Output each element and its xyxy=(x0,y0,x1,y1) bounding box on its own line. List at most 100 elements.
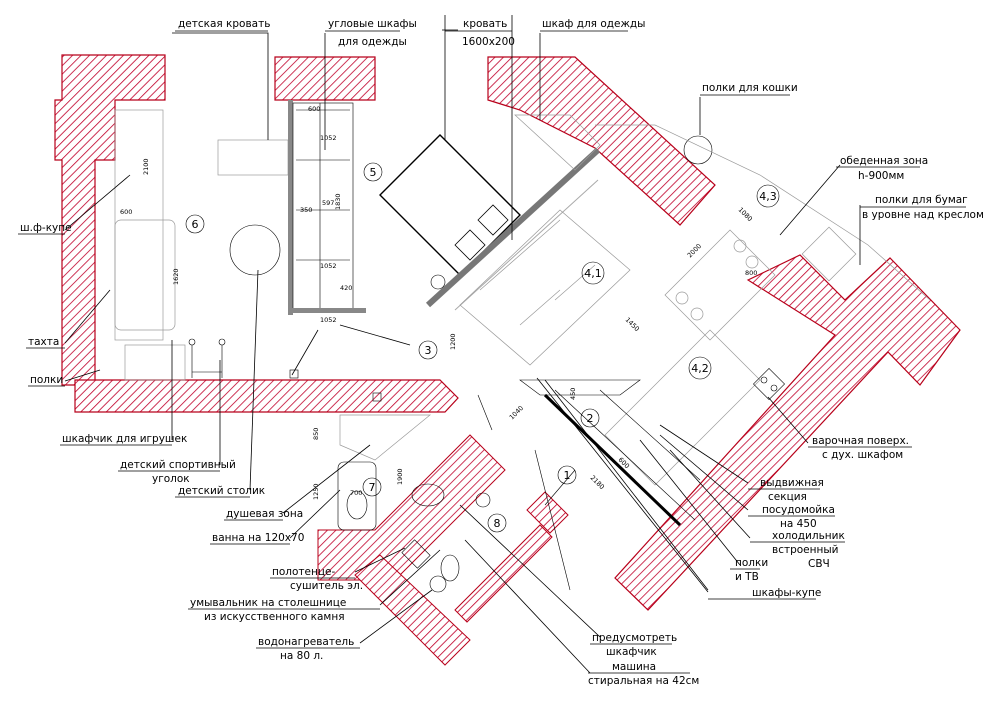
hob xyxy=(753,368,785,400)
dim-450: 450 xyxy=(569,388,577,400)
label-fridge-2: встроенный xyxy=(772,544,838,556)
labels: детская кровать угловые шкафы для одежды… xyxy=(18,18,984,687)
dim-1250: 1250 xyxy=(312,483,320,500)
label-corner-wardrobes-1: угловые шкафы xyxy=(328,18,417,30)
label-cabinet-2: шкафчик xyxy=(606,646,657,658)
label-bed-1: кровать xyxy=(463,18,507,30)
label-dishwasher-2: на 450 xyxy=(780,518,817,530)
pillow-2 xyxy=(477,204,509,236)
label-drawer-1: выдвижная xyxy=(760,477,824,489)
wall-bath-lower xyxy=(354,554,471,666)
toilet xyxy=(440,554,460,582)
room-1: 1 xyxy=(564,469,571,482)
cat-shelves xyxy=(683,135,713,165)
label-clothes-wardrobe: шкаф для одежды xyxy=(542,18,645,30)
couch xyxy=(114,219,176,331)
dim-1040: 1040 xyxy=(508,404,525,421)
leader-lines xyxy=(64,15,861,674)
label-shelves: полки xyxy=(30,374,63,386)
wall-bath-upper xyxy=(317,434,506,581)
label-cat-shelves: полки для кошки xyxy=(702,82,798,94)
dim-1052b: 1052 xyxy=(320,262,337,270)
dim-1450: 1450 xyxy=(624,316,641,333)
clothes-wardrobe xyxy=(514,114,601,171)
label-hob-2: с дух. шкафом xyxy=(822,449,903,461)
label-towel-2: сушитель эл. xyxy=(290,580,363,592)
label-paper-shelves-1: полки для бумаг xyxy=(875,194,968,206)
dim-2180: 2180 xyxy=(589,474,606,491)
room-3: 3 xyxy=(425,344,432,357)
dim-2000: 2000 xyxy=(686,242,703,259)
dim-597: 597 xyxy=(322,199,334,207)
dim-1830: 1830 xyxy=(334,193,342,210)
dimensions: 600 2100 1620 600 1052 350 597 1830 1052… xyxy=(120,105,757,500)
wall-horizontal-center xyxy=(74,379,459,413)
armchair xyxy=(801,226,857,282)
room-numbers: 6 5 3 4,1 4,3 4,2 2 1 7 8 xyxy=(185,162,780,533)
dim-350: 350 xyxy=(300,206,312,214)
wall-diagonal-right xyxy=(614,254,961,611)
dim-1900: 1900 xyxy=(396,468,404,485)
pillow-1 xyxy=(454,229,486,261)
label-bed-2: 1600х200 xyxy=(462,36,515,48)
wardrobe-back-wall xyxy=(288,100,293,315)
dim-420: 420 xyxy=(340,284,352,292)
label-microwave: СВЧ xyxy=(808,558,830,570)
label-washer-1: машина xyxy=(612,661,656,673)
room-5: 5 xyxy=(370,166,377,179)
wall-tile-strip xyxy=(454,524,553,623)
shelves-tv-top xyxy=(519,379,641,396)
label-drawer-2: секция xyxy=(768,491,807,503)
tv-unit xyxy=(543,393,682,527)
label-fridge-1: холодильник xyxy=(772,530,845,542)
label-corner-wardrobes-2: для одежды xyxy=(338,36,407,48)
label-dishwasher-1: посудомойка xyxy=(762,504,835,516)
label-cabinet-1: предусмотреть xyxy=(592,632,677,644)
label-wardrobes-coupe: шкафы-купе xyxy=(752,587,821,599)
walls xyxy=(54,54,961,666)
dim-800: 800 xyxy=(745,269,757,277)
furniture xyxy=(114,100,931,593)
dim-700: 700 xyxy=(350,489,362,497)
wardrobe-coupe-left xyxy=(114,109,164,341)
child-bed xyxy=(217,139,289,176)
dim-1052a: 1052 xyxy=(320,134,337,142)
towel-dryer xyxy=(401,539,431,569)
label-heater-2: на 80 л. xyxy=(280,650,323,662)
room-2: 2 xyxy=(587,412,594,425)
dining-table xyxy=(664,229,776,341)
label-sink-2: из искусственного камня xyxy=(204,611,345,623)
sofa xyxy=(459,209,631,366)
toy-cabinet xyxy=(124,344,186,381)
room-8: 8 xyxy=(494,517,501,530)
label-dining-1: обеденная зона xyxy=(840,155,928,167)
partition-bed xyxy=(425,147,601,308)
room-4-1: 4,1 xyxy=(584,267,602,280)
label-child-table: детский столик xyxy=(178,485,265,497)
label-towel-1: полотенце- xyxy=(272,566,335,578)
dim-600-top: 600 xyxy=(308,105,320,113)
kitchen-run xyxy=(604,329,761,486)
label-couch: тахта xyxy=(28,336,59,348)
sink xyxy=(411,483,445,507)
label-shelves-tv-1: полки xyxy=(735,557,768,569)
dim-850: 850 xyxy=(312,428,320,440)
bed xyxy=(379,134,521,276)
room-7: 7 xyxy=(369,481,376,494)
round-table xyxy=(229,224,281,276)
label-paper-shelves-2: в уровне над креслом xyxy=(862,209,984,221)
room-6: 6 xyxy=(192,218,199,231)
dim-600a: 600 xyxy=(120,208,132,216)
dim-1052c: 1052 xyxy=(320,316,337,324)
dim-1200: 1200 xyxy=(449,333,457,350)
water-heater xyxy=(429,575,447,593)
sport-corner xyxy=(191,345,223,378)
label-washer-2: стиральная на 42см xyxy=(588,675,699,687)
label-child-bed: детская кровать xyxy=(178,18,270,30)
label-dining-2: h-900мм xyxy=(858,170,904,182)
label-bath: ванна на 120х70 xyxy=(212,532,304,544)
dim-2100: 2100 xyxy=(142,158,150,175)
dim-1080: 1080 xyxy=(737,206,754,223)
shower-tray xyxy=(339,414,431,461)
